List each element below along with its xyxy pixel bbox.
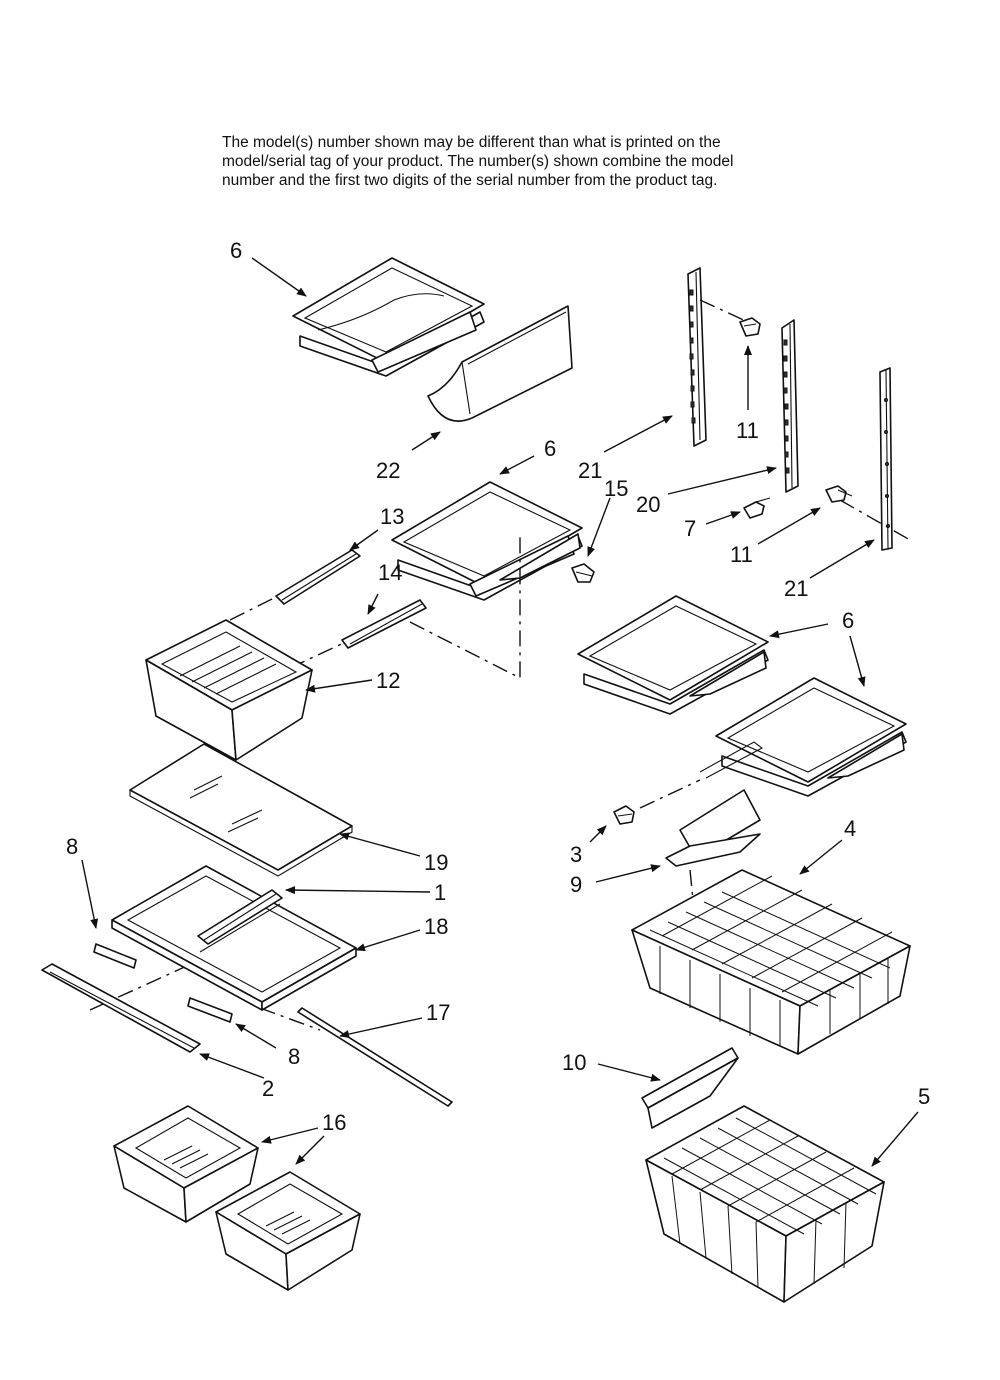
callout-label: 6 [544, 436, 556, 461]
callout-labels: 6 22 6 21 15 11 20 7 11 21 13 14 12 6 19… [66, 238, 930, 1135]
callout-label: 6 [842, 608, 854, 633]
callout-label: 6 [230, 238, 242, 263]
shelf-part-6-middle[interactable] [391, 481, 583, 601]
callout-label: 15 [604, 476, 628, 501]
trim-part-2[interactable] [41, 963, 201, 1053]
callout-label: 20 [636, 492, 660, 517]
crisper-drawer-part-16-right[interactable] [215, 1171, 361, 1291]
screw-part-15[interactable] [571, 563, 595, 583]
callout-label: 18 [424, 914, 448, 939]
meat-drawer-part-12[interactable] [145, 619, 313, 761]
shelf-standard-part-21-right[interactable] [879, 367, 893, 551]
notice-line-3: number and the first two digits of the s… [222, 172, 718, 189]
screw-part-11-top[interactable] [739, 317, 761, 337]
shelf-standard-part-21-left[interactable] [687, 267, 707, 447]
callout-label: 21 [784, 576, 808, 601]
slide-part-13[interactable] [275, 549, 361, 605]
wire-basket-part-4[interactable] [631, 869, 911, 1055]
alignment-line [699, 299, 749, 323]
clip-part-8-left[interactable] [93, 943, 137, 969]
shelf-standard-part-20[interactable] [781, 319, 799, 493]
callout-label: 17 [426, 1000, 450, 1025]
shelf-part-6-right-lower[interactable] [715, 677, 907, 797]
callout-label: 19 [424, 850, 448, 875]
alignment-line [639, 779, 701, 809]
rod-part-17[interactable] [297, 1007, 453, 1107]
screw-part-3[interactable] [613, 805, 635, 825]
callout-label: 12 [376, 668, 400, 693]
callout-label: 5 [918, 1084, 930, 1109]
callout-label: 22 [376, 458, 400, 483]
screw-part-11-lower[interactable] [825, 485, 853, 503]
callout-label: 3 [570, 842, 582, 867]
shelf-cover-part-22[interactable] [427, 305, 573, 422]
callout-label: 21 [578, 458, 602, 483]
callout-label: 16 [322, 1110, 346, 1135]
alignment-line [839, 499, 911, 541]
basket-bracket-part-9[interactable] [665, 741, 764, 867]
callout-label: 11 [736, 418, 759, 443]
slide-rail-part-1[interactable] [197, 889, 283, 945]
callout-label: 1 [434, 880, 446, 905]
glass-shelf-part-19[interactable] [129, 743, 353, 877]
wire-basket-part-5[interactable] [645, 1105, 885, 1303]
callout-label: 4 [844, 816, 856, 841]
leader-lines [81, 257, 919, 1167]
shelf-part-6-top[interactable] [292, 257, 485, 377]
callout-label: 9 [570, 872, 582, 897]
notice-line-2: model/serial tag of your product. The nu… [222, 153, 734, 170]
callout-label: 8 [66, 834, 78, 859]
callout-label: 10 [562, 1050, 586, 1075]
screw-part-7[interactable] [743, 497, 771, 519]
alignment-line [89, 959, 201, 1011]
callout-label: 11 [730, 542, 753, 567]
callout-label: 8 [288, 1044, 300, 1069]
callout-label: 13 [380, 504, 404, 529]
callout-label: 14 [378, 560, 402, 585]
model-number-notice: The model(s) number shown may be differe… [222, 133, 822, 190]
alignment-line [689, 869, 697, 931]
alignment-line [259, 1007, 321, 1031]
basket-divider-part-10[interactable] [641, 1047, 739, 1129]
crisper-frame-part-18[interactable] [111, 865, 357, 1011]
shelf-part-6-right-upper[interactable] [577, 595, 769, 715]
callout-label: 7 [684, 516, 696, 541]
crisper-drawer-part-16-left[interactable] [113, 1105, 259, 1223]
notice-line-1: The model(s) number shown may be differe… [222, 134, 721, 151]
alignment-line [409, 536, 521, 680]
callout-label: 2 [262, 1076, 274, 1101]
clip-part-8-right[interactable] [187, 997, 233, 1023]
slide-part-14[interactable] [341, 599, 427, 649]
